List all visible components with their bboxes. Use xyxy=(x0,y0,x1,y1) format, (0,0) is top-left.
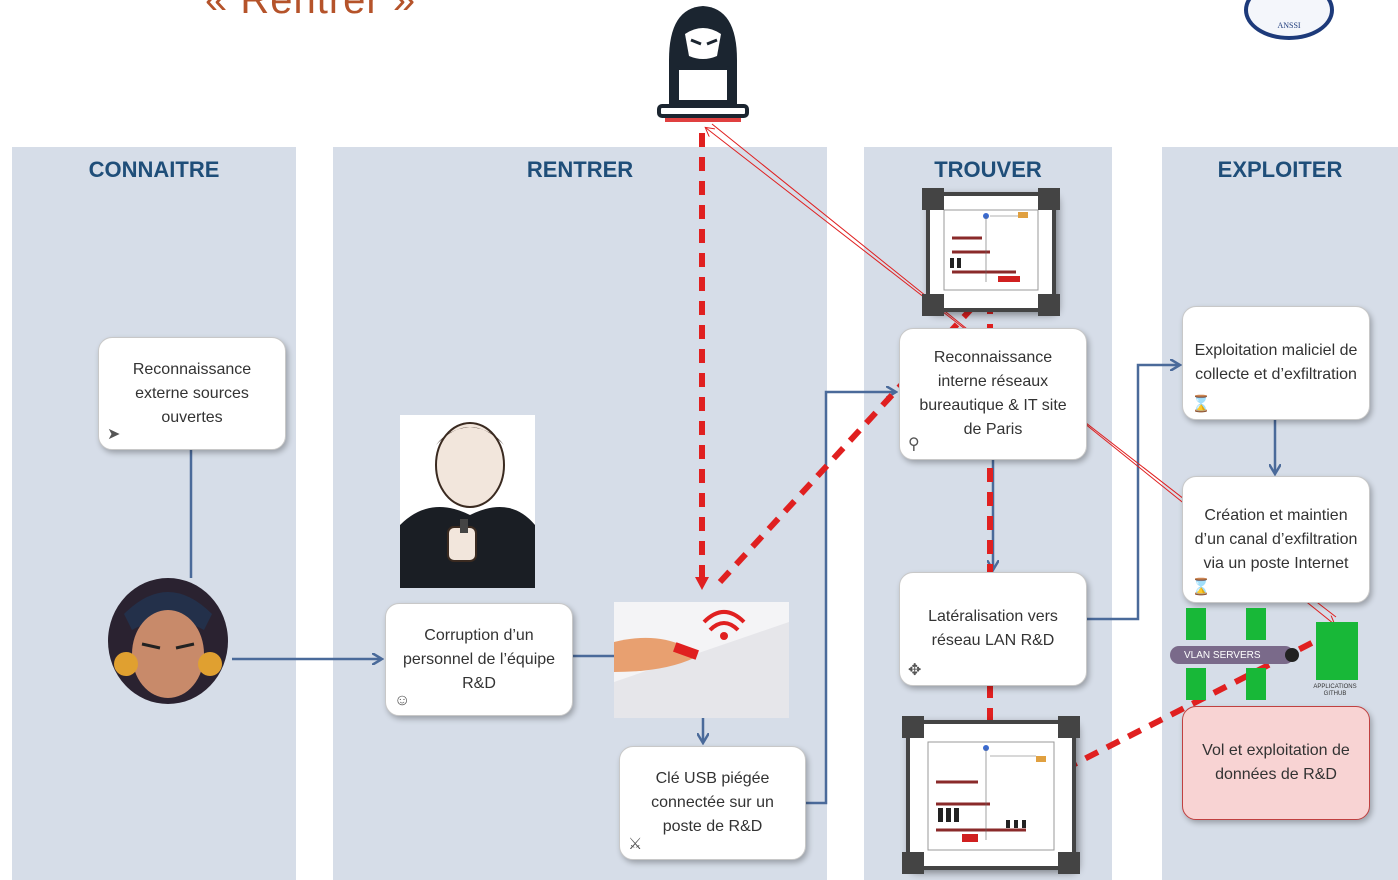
vlan-servers-diagram: VLAN SERVERS APPLICATIONS GITHUB xyxy=(1166,606,1366,706)
network-diagram-rd xyxy=(902,716,1080,874)
network-map-icon xyxy=(927,741,1055,851)
column-heading: EXPLOITER xyxy=(1217,157,1343,182)
magnifier-icon: ⚲ xyxy=(908,436,920,453)
step-vol-donnees: Vol et exploitation de données de R&D xyxy=(1182,706,1370,820)
move-icon: ✥ xyxy=(908,662,922,679)
step-label: Vol et exploitation de données de R&D xyxy=(1202,742,1350,783)
column-heading: RENTRER xyxy=(526,157,634,182)
column-heading: TROUVER xyxy=(934,157,1042,182)
slide-title: « Rentrer » xyxy=(205,0,417,22)
step-label: Création et maintien d’un canal d’exfilt… xyxy=(1194,506,1358,572)
step-cle-usb: Clé USB piégée connectée sur un poste de… xyxy=(619,746,806,860)
step-label: Latéralisation vers réseau LAN R&D xyxy=(928,608,1058,649)
server-rack-icon xyxy=(1170,608,1358,700)
walker-icon: ⚔ xyxy=(628,836,643,853)
logo-text: ANSSI xyxy=(1277,21,1301,30)
step-label: Clé USB piégée connectée sur un poste de… xyxy=(651,770,774,835)
usb-plug-image xyxy=(614,602,789,718)
network-diagram-office xyxy=(922,188,1060,316)
step-label: Reconnaissance interne réseaux bureautiq… xyxy=(919,349,1067,438)
hacker-icon xyxy=(657,6,749,122)
step-exploitation-maliciel: Exploitation maliciel de collecte et d’e… xyxy=(1182,306,1370,420)
column-heading: CONNAITRE xyxy=(88,157,220,182)
step-label: Reconnaissance externe sources ouvertes xyxy=(132,360,252,426)
step-corruption: Corruption d’un personnel de l’équipe R&… xyxy=(385,603,573,716)
column-connaitre: CONNAITRE xyxy=(12,147,296,880)
step-label: Exploitation maliciel de collecte et d’e… xyxy=(1194,342,1358,383)
step-label: Corruption d’un personnel de l’équipe R&… xyxy=(402,626,556,692)
compass-icon: ➤ xyxy=(107,426,121,443)
vlan-label: VLAN SERVERS xyxy=(1184,650,1261,661)
spinner-icon: ⌛ xyxy=(1191,396,1211,413)
attacker-avatar xyxy=(104,574,232,708)
step-reconnaissance-externe: Reconnaissance externe sources ouvertes … xyxy=(98,337,286,450)
step-lateralisation: Latéralisation vers réseau LAN R&D ✥ xyxy=(899,572,1087,686)
step-reconnaissance-interne: Reconnaissance interne réseaux bureautiq… xyxy=(899,328,1087,460)
spinner-icon: ⌛ xyxy=(1191,579,1211,596)
network-map-icon xyxy=(943,209,1039,291)
apps-label: APPLICATIONS GITHUB xyxy=(1313,684,1357,697)
step-canal-exfiltration: Création et maintien d’un canal d’exfilt… xyxy=(1182,476,1370,603)
corrupted-employee-image xyxy=(400,415,535,588)
face-icon: ☺ xyxy=(394,692,411,709)
